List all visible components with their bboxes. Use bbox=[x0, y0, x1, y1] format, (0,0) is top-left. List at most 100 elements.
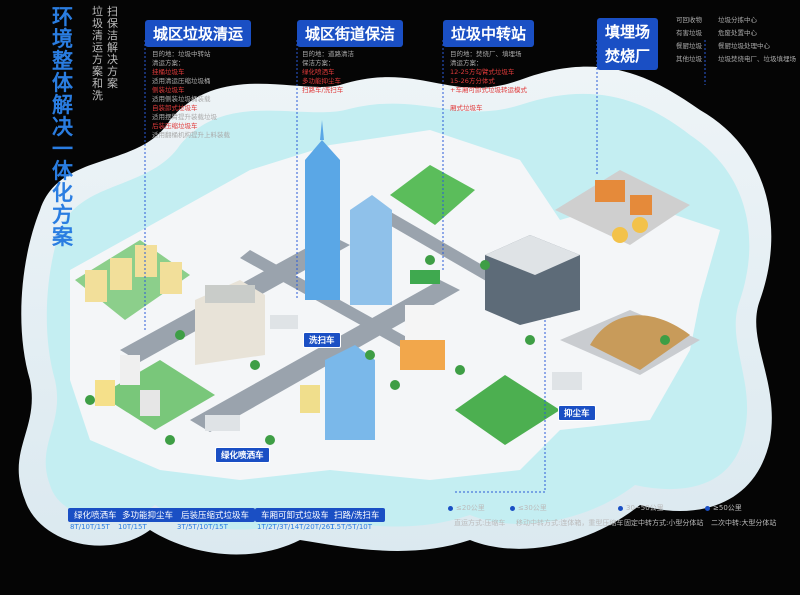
distance-range-text: ≤20公里 bbox=[456, 504, 485, 512]
guide-lines bbox=[144, 40, 706, 493]
street-line: 绿化喷洒车 bbox=[302, 68, 335, 76]
transfer-line: 15-26方分体式 bbox=[450, 77, 495, 85]
office-mid bbox=[405, 305, 440, 345]
distance-range-text: ≤30公里 bbox=[518, 504, 547, 512]
street-line: 扫路车/洗扫车 bbox=[302, 86, 344, 94]
tank-1 bbox=[612, 227, 628, 243]
street-line: 多功能抑尘车 bbox=[302, 77, 341, 85]
destination-facility: 垃圾焚烧电厂、垃圾填埋场 bbox=[718, 55, 796, 63]
landfill-title-1: 填埋场 bbox=[605, 23, 651, 41]
vehicle-label: 多功能抑尘车 bbox=[116, 508, 180, 522]
destination-category: 餐厨垃圾 bbox=[676, 42, 702, 50]
trees bbox=[85, 255, 670, 445]
vehicle-label: 后装压缩式垃圾车 bbox=[175, 508, 256, 522]
house-1 bbox=[95, 380, 115, 406]
bullet-dot bbox=[705, 505, 710, 511]
tag-dust: 抑尘车 bbox=[558, 405, 596, 421]
distance-method: 固定中转方式:小型分体站 bbox=[624, 519, 704, 527]
hall bbox=[400, 340, 445, 370]
transfer-line: 目的地：焚烧厂、填埋场 bbox=[450, 50, 522, 58]
clean-line: 适用侧装垃圾桶装载 bbox=[152, 95, 211, 103]
subtitle-line-1: 垃圾清运方案和洗 bbox=[92, 5, 103, 102]
truck-sprinkler bbox=[205, 415, 240, 431]
house-4 bbox=[120, 355, 140, 385]
truck-sweeper bbox=[270, 315, 298, 329]
clean-line: 自装卸式垃圾车 bbox=[152, 104, 198, 112]
truck-transfer bbox=[410, 270, 440, 284]
road-cross-1 bbox=[240, 250, 430, 358]
distance-range: ≤20公里 bbox=[448, 503, 485, 513]
vehicle-label: 车厢可卸式垃圾车 bbox=[255, 508, 336, 522]
destination-facility: 餐厨垃圾处理中心 bbox=[718, 42, 770, 50]
vehicle-capacity: 1T/2T/3T/14T/20T/26T bbox=[257, 523, 335, 531]
distance-range-text: ≥50公里 bbox=[713, 504, 742, 512]
landfill-mound bbox=[590, 315, 690, 370]
hotel bbox=[325, 345, 375, 440]
bullet-dot bbox=[510, 505, 515, 511]
street-line: 保洁方案： bbox=[302, 59, 335, 67]
road-main-2 bbox=[190, 280, 460, 432]
truck-dust bbox=[552, 372, 582, 390]
apartment-3 bbox=[135, 245, 157, 277]
city-ground bbox=[70, 130, 720, 480]
distance-method: 直运方式:压缩车 bbox=[454, 519, 506, 527]
section-title-street: 城区街道保洁 bbox=[297, 20, 404, 47]
house-2 bbox=[140, 390, 160, 416]
park-bottom bbox=[455, 375, 560, 445]
park-top bbox=[390, 165, 475, 225]
main-title: 环境整体解决一体化方案 bbox=[52, 5, 73, 249]
subtitle-line-2: 扫保洁解决方案 bbox=[107, 5, 118, 90]
mall-roof bbox=[205, 285, 255, 303]
tank-2 bbox=[632, 217, 648, 233]
vehicle-label: 扫路/洗扫车 bbox=[328, 508, 386, 522]
clean-line: 目的地：垃圾中转站 bbox=[152, 50, 211, 58]
tower bbox=[305, 140, 340, 300]
destination-category: 可回收物 bbox=[676, 16, 702, 24]
vehicle-capacity: 10T/15T bbox=[118, 523, 147, 531]
clean-line: 适用清运压缩垃圾桶 bbox=[152, 77, 211, 85]
transfer-line bbox=[450, 95, 527, 104]
distance-range: ≥50公里 bbox=[705, 503, 742, 513]
vehicle-capacity: 3T/5T/10T/15T bbox=[177, 523, 228, 531]
clean-details: 目的地：垃圾中转站清运方案：挂桶垃圾车适用清运压缩垃圾桶侧装垃圾车适用侧装垃圾桶… bbox=[152, 50, 230, 140]
clean-line: 后装压缩垃圾车 bbox=[152, 122, 198, 130]
bullet-dot bbox=[618, 505, 623, 511]
section-title-landfill: 填埋场 焚烧厂 bbox=[597, 18, 659, 70]
transfer-line: 12-25方勾臂式垃圾车 bbox=[450, 68, 515, 76]
destination-category: 有害垃圾 bbox=[676, 29, 702, 37]
vehicle-label: 绿化喷洒车 bbox=[68, 508, 123, 522]
bullet-dot bbox=[448, 505, 453, 511]
distance-range: 30~50公里 bbox=[618, 503, 664, 513]
clean-line: 适用翻桶机构提升上料装载 bbox=[152, 131, 230, 139]
vehicle-capacity: 8T/10T/15T bbox=[70, 523, 110, 531]
transfer-line: +车厢可卸式垃圾转运模式 bbox=[450, 86, 527, 94]
incineration-plant bbox=[555, 170, 690, 245]
street-details: 目的地：道路清洁保洁方案：绿化喷洒车多功能抑尘车扫路车/洗扫车 bbox=[302, 50, 354, 95]
clean-line: 侧装垃圾车 bbox=[152, 86, 185, 94]
distance-range-text: 30~50公里 bbox=[626, 504, 664, 512]
destination-facility: 垃圾分拣中心 bbox=[718, 16, 757, 24]
street-line: 目的地：道路清洁 bbox=[302, 50, 354, 58]
distance-range: ≤30公里 bbox=[510, 503, 547, 513]
clean-line: 挂桶垃圾车 bbox=[152, 68, 185, 76]
tower-2 bbox=[350, 195, 392, 305]
apartment-4 bbox=[160, 262, 182, 294]
destination-category: 其他垃圾 bbox=[676, 55, 702, 63]
distance-method: 二次中转:大型分体站 bbox=[711, 519, 777, 527]
tag-sprinkler: 绿化喷洒车 bbox=[215, 447, 270, 463]
clean-line: 适用摆臂提升装载垃圾 bbox=[152, 113, 217, 121]
section-title-transfer: 垃圾中转站 bbox=[443, 20, 535, 47]
destination-facility: 危废处置中心 bbox=[718, 29, 757, 37]
section-title-clean: 城区垃圾清运 bbox=[145, 20, 252, 47]
apartment-1 bbox=[85, 270, 107, 302]
clean-line: 清运方案： bbox=[152, 59, 185, 67]
tag-sweeper: 洗扫车 bbox=[303, 332, 341, 348]
transfer-line: 厢式垃圾车 bbox=[450, 104, 483, 112]
landfill-title-2: 焚烧厂 bbox=[605, 47, 651, 65]
transfer-line: 清运方案： bbox=[450, 59, 483, 67]
apartment-2 bbox=[110, 258, 132, 290]
vehicle-capacity: 1.5T/5T/10T bbox=[330, 523, 373, 531]
distance-method: 移动中转方式:连体箱，重型压缩车 bbox=[516, 519, 624, 527]
